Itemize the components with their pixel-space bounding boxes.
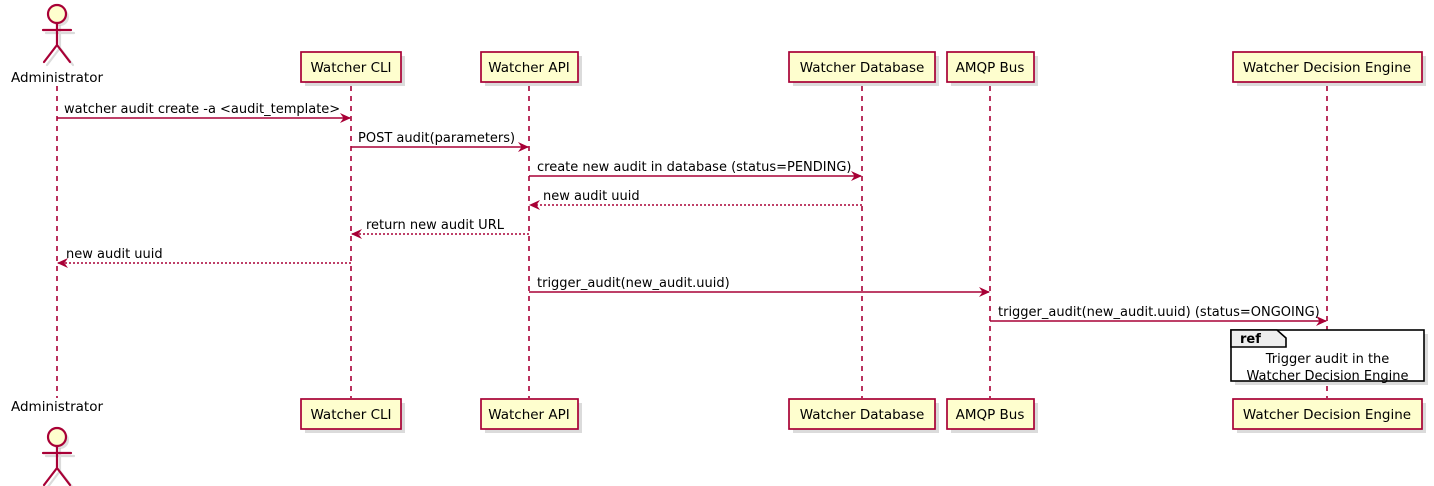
message-label-6: trigger_audit(new_audit.uuid): [537, 276, 730, 291]
participant-label-watcher-cli: Watcher CLI: [310, 407, 391, 423]
actor-administrator: Administrator: [11, 399, 103, 486]
participant-box-watcher-cli[interactable]: [300, 51, 402, 83]
participant-label-amqp-bus: AMQP Bus: [956, 407, 1025, 423]
participant-amqp-bus[interactable]: AMQP Bus: [946, 51, 1038, 86]
participant-box-amqp-bus[interactable]: [946, 51, 1035, 83]
participant-box-watcher-decision-engine[interactable]: [1232, 51, 1423, 83]
message-label-3: new audit uuid: [543, 189, 640, 204]
ref-fragment-line-0: Trigger audit in the: [1265, 352, 1390, 367]
message-arrowhead-7: [1316, 316, 1327, 326]
message-1: POST audit(parameters): [351, 131, 529, 152]
participant-watcher-cli[interactable]: Watcher CLI: [300, 398, 405, 433]
participant-box-amqp-bus[interactable]: [946, 398, 1035, 430]
lifelines-layer: [56, 86, 1328, 398]
participant-watcher-api[interactable]: Watcher API: [480, 51, 582, 86]
message-4: return new audit URL: [351, 218, 529, 239]
message-label-0: watcher audit create -a <audit_template>: [64, 102, 340, 117]
message-arrowhead-5: [57, 258, 68, 268]
participant-box-watcher-api[interactable]: [480, 398, 579, 430]
ref-fragment-tab-label: ref: [1240, 332, 1261, 347]
participant-watcher-cli[interactable]: Watcher CLI: [300, 51, 405, 86]
message-5: new audit uuid: [57, 247, 351, 268]
participant-watcher-decision-engine[interactable]: Watcher Decision Engine: [1232, 398, 1426, 433]
message-arrowhead-2: [851, 171, 862, 181]
message-0: watcher audit create -a <audit_template>: [57, 102, 351, 123]
participant-box-watcher-cli[interactable]: [300, 398, 402, 430]
message-label-2: create new audit in database (status=PEN…: [537, 160, 852, 175]
ref-fragment-line-1: Watcher Decision Engine: [1247, 369, 1409, 384]
participant-box-watcher-decision-engine[interactable]: [1232, 398, 1423, 430]
participant-box-watcher-database[interactable]: [788, 51, 936, 83]
participant-watcher-api[interactable]: Watcher API: [480, 398, 582, 433]
ref-fragment-tab: [1230, 329, 1287, 348]
actor-administrator: Administrator: [11, 3, 103, 86]
participant-box-watcher-database[interactable]: [788, 398, 936, 430]
message-arrowhead-0: [340, 113, 351, 123]
participant-watcher-database[interactable]: Watcher Database: [788, 51, 939, 86]
participant-box-watcher-api[interactable]: [480, 51, 579, 83]
message-label-4: return new audit URL: [366, 218, 505, 233]
participant-label-watcher-api: Watcher API: [488, 60, 570, 76]
message-arrowhead-6: [979, 287, 990, 297]
participant-label-watcher-database: Watcher Database: [800, 60, 925, 76]
participant-label-watcher-database: Watcher Database: [800, 407, 925, 423]
actor-head-administrator: [46, 426, 68, 448]
message-label-1: POST audit(parameters): [358, 131, 515, 146]
participant-label-watcher-cli: Watcher CLI: [310, 60, 391, 76]
message-arrowhead-3: [529, 200, 540, 210]
message-7: trigger_audit(new_audit.uuid) (status=ON…: [990, 305, 1327, 326]
message-label-7: trigger_audit(new_audit.uuid) (status=ON…: [998, 305, 1320, 320]
message-2: create new audit in database (status=PEN…: [529, 160, 862, 181]
message-arrowhead-1: [518, 142, 529, 152]
actor-head-administrator: [46, 3, 68, 25]
participant-watcher-decision-engine[interactable]: Watcher Decision Engine: [1232, 51, 1426, 86]
participant-label-amqp-bus: AMQP Bus: [956, 60, 1025, 76]
message-label-5: new audit uuid: [66, 247, 163, 262]
participant-label-watcher-decision-engine: Watcher Decision Engine: [1243, 60, 1411, 76]
messages-layer: watcher audit create -a <audit_template>…: [57, 102, 1327, 326]
message-3: new audit uuid: [529, 189, 862, 210]
message-arrowhead-4: [351, 229, 362, 239]
actor-label-administrator: Administrator: [11, 70, 103, 86]
message-6: trigger_audit(new_audit.uuid): [529, 276, 990, 297]
participant-watcher-database[interactable]: Watcher Database: [788, 398, 939, 433]
participant-label-watcher-decision-engine: Watcher Decision Engine: [1243, 407, 1411, 423]
participant-label-watcher-api: Watcher API: [488, 407, 570, 423]
participants-top-layer: Administrator Watcher CLI Watcher API Watch…: [11, 3, 1426, 86]
participant-amqp-bus[interactable]: AMQP Bus: [946, 398, 1038, 433]
actor-label-administrator: Administrator: [11, 399, 103, 415]
